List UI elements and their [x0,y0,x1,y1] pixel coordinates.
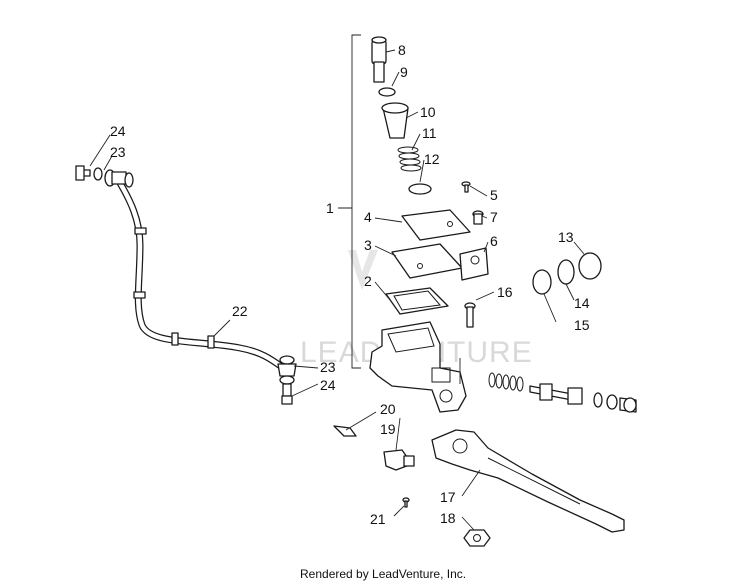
piston-assembly [488,372,637,413]
spring-11 [397,146,422,172]
footer-credit: Rendered by LeadVenture, Inc. [300,567,466,581]
callout-10: 10 [420,104,436,120]
diaphragm-2 [385,287,449,315]
callout-24-lower: 24 [320,377,336,393]
master-cylinder-body [369,321,467,413]
callout-15: 15 [574,317,590,333]
plate-3 [391,243,463,279]
callout-5: 5 [490,187,498,203]
clamp-6 [459,247,489,281]
screw-16 [464,302,476,328]
callout-8: 8 [398,42,406,58]
cover-4 [401,209,471,241]
callout-23-lower: 23 [320,359,336,375]
callout-2: 2 [364,273,372,289]
callout-21: 21 [370,511,386,527]
o-ring-9 [378,87,396,97]
screw-21 [402,497,410,508]
nut-18 [463,529,491,547]
ring-14 [557,259,575,285]
callout-13: 13 [558,229,574,245]
bolt-7 [472,210,484,225]
callout-22: 22 [232,303,248,319]
callout-1: 1 [326,200,334,216]
callout-6: 6 [490,233,498,249]
callout-20: 20 [380,401,396,417]
switch-19 [383,449,415,471]
callout-12: 12 [424,151,440,167]
ring-13 [578,252,602,280]
callout-19: 19 [380,421,396,437]
brake-lever-17 [431,429,625,533]
callout-labels: 1 2 3 4 5 6 7 8 9 10 11 12 13 14 15 16 1… [110,42,590,527]
ring-15 [532,269,552,295]
screw-5 [461,181,471,193]
clip-20 [333,425,357,437]
brake-hose [116,181,285,370]
callout-3: 3 [364,237,372,253]
assembly-bracket [338,34,361,369]
callout-24-upper: 24 [110,123,126,139]
callout-18: 18 [440,510,456,526]
reservoir-fitting-8 [371,36,387,83]
leader-lines [89,49,585,531]
reservoir-cup-10 [381,102,409,139]
watermark-logo [348,250,378,290]
callout-4: 4 [364,209,372,225]
callout-14: 14 [574,295,590,311]
callout-17: 17 [440,489,456,505]
callout-16: 16 [497,284,513,300]
callout-7: 7 [490,209,498,225]
callout-23-upper: 23 [110,144,126,160]
lower-hose-fittings [277,355,297,405]
upper-hose-fittings [75,165,134,188]
washer-12 [408,183,432,195]
callout-11: 11 [422,125,437,141]
callout-9: 9 [400,64,408,80]
